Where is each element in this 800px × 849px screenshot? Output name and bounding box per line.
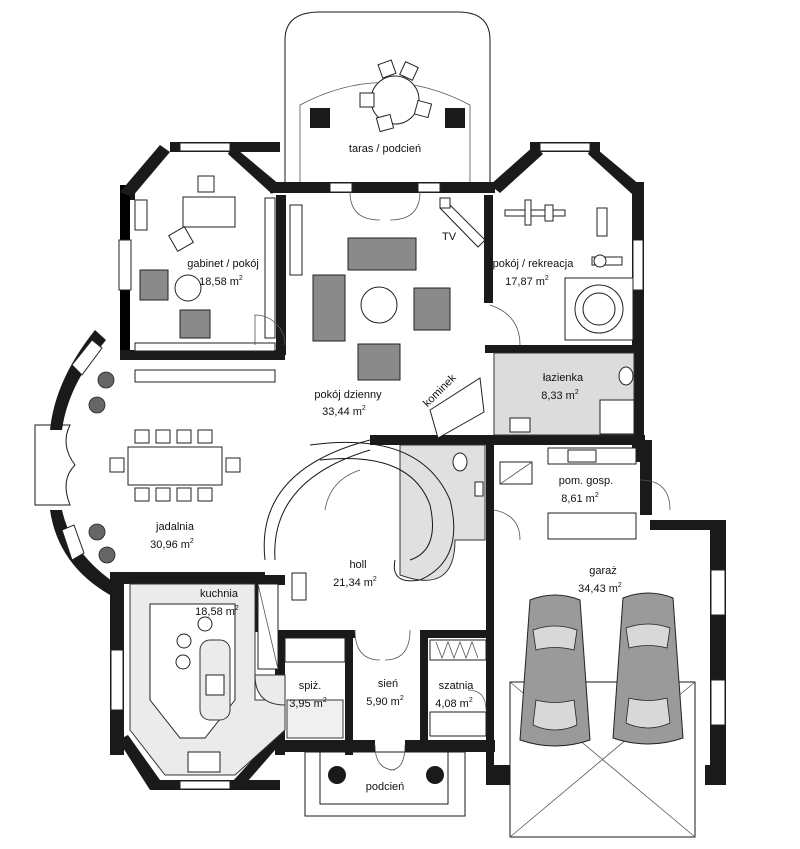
kitchen-label: kuchnia: [200, 588, 239, 600]
utility-furniture: [493, 447, 671, 541]
study-label: gabinet / pokój: [187, 258, 259, 270]
kitchen-area: 18,58 m2: [195, 605, 239, 618]
utility-label: pom. gosp.: [559, 475, 613, 487]
dining-area: 30,96 m2: [150, 538, 194, 551]
pantry-area: 3,95 m2: [289, 697, 327, 710]
terrace-label: taras / podcień: [349, 143, 421, 155]
recreation-furniture: [489, 199, 634, 346]
study-area: 18,58 m2: [199, 275, 243, 288]
vestibule-label: sień: [378, 678, 398, 690]
utility-area: 8,61 m2: [561, 492, 599, 505]
wardrobe-area: 4,08 m2: [435, 697, 473, 710]
entry-rooms: [254, 629, 487, 817]
pantry-label: spiż.: [299, 680, 322, 692]
dining-label: jadalnia: [155, 521, 195, 533]
tv-label: TV: [442, 231, 457, 243]
recreation-label: pokój / rekreacja: [493, 258, 575, 270]
wardrobe-label: szatnia: [439, 680, 475, 692]
recreation-area: 17,87 m2: [505, 275, 549, 288]
hall-label: holl: [349, 559, 366, 571]
hall-area: 21,34 m2: [333, 576, 377, 589]
living-furniture: [289, 191, 486, 439]
room-labels: taras / podcień gabinet / pokój 18,58 m2…: [150, 143, 622, 793]
kitchen: [129, 583, 286, 776]
terrace-area: [284, 11, 491, 185]
vestibule-area: 5,90 m2: [366, 695, 404, 708]
bathroom-label: łazienka: [543, 372, 584, 384]
bathroom: [493, 352, 635, 436]
study-furniture: [134, 175, 286, 352]
dining-furniture: [34, 371, 241, 564]
living-area: 33,44 m2: [322, 405, 366, 418]
garage-area: 34,43 m2: [578, 582, 622, 595]
garage: [509, 592, 696, 838]
hall-stairs: [263, 439, 486, 601]
porch-label: podcień: [366, 781, 405, 793]
garage-label: garaż: [589, 565, 617, 577]
windows: [61, 142, 726, 790]
bathroom-area: 8,33 m2: [541, 389, 579, 402]
living-label: pokój dzienny: [314, 389, 382, 401]
